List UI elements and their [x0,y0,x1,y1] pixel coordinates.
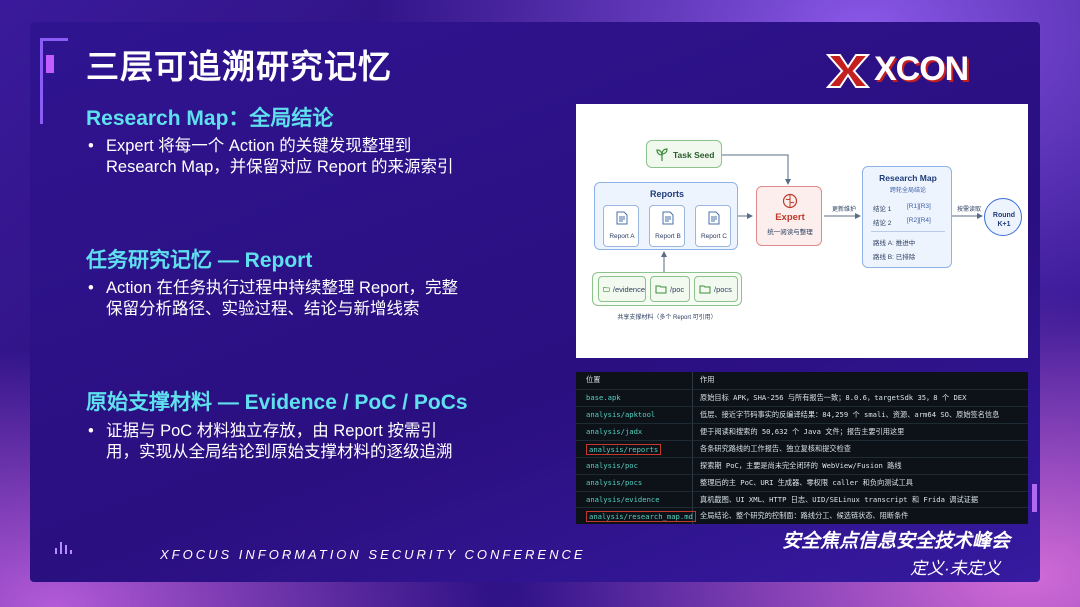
support-materials-caption: 共享支撑材料（多个 Report 可引用） [617,315,717,321]
row-desc: 原始目标 APK，SHA-256 与所有报告一致；8.0.6，targetSdk… [700,393,967,402]
report-b-label: Report B [655,233,681,240]
expert-title: Expert [775,212,805,223]
row-desc: 探索期 PoC，主要是尚未完全闭环的 WebView/Fusion 路线 [700,461,902,470]
conference-name-en: XFOCUS INFORMATION SECURITY CONFERENCE [160,547,586,562]
row-desc: 低层、接近字节码事实的反编译结果：84,259 个 smali、资源、arm64… [700,410,1000,419]
conclusion-1-label: 结论 1 [873,206,892,213]
row-desc: 真机截图、UI XML、HTTP 日志、UID/SELinux transcri… [700,495,979,504]
row-path: analysis/pocs [586,478,643,487]
column-separator [692,372,693,524]
header-path: 位置 [586,375,601,384]
row-path: base.apk [586,393,621,402]
reports-box: Reports Report A Report B Report C [594,182,738,250]
conclusion-2-refs: [R2][R4] [907,217,931,224]
folder-evidence-label: /evidence [612,284,645,294]
section-heading-report: 任务研究记忆 — Report [86,249,313,272]
slide-title: 三层可追溯研究记忆 [86,48,392,85]
divider [871,231,945,232]
table-row-highlighted: analysis/reports 各条研究路线的工作报告、独立复核和提交检查 [576,440,1028,457]
conference-motto: 定义·未定义 [910,559,1001,578]
diagram-connectors [661,154,983,272]
table-row: base.apk 原始目标 APK，SHA-256 与所有报告一致；8.0.6，… [576,389,1028,406]
table-row: analysis/evidence 真机截图、UI XML、HTTP 日志、UI… [576,491,1028,508]
report-card-a: Report A [603,205,639,247]
research-map-box: Research Map 跨轮全局结论 结论 1 [R1][R3] 结论 2 [… [862,166,952,268]
document-icon [662,211,674,225]
section-bullet-report: Action 在任务执行过程中持续整理 Report，完整保留分析路径、实验过程… [86,278,466,319]
row-path: analysis/jadx [586,427,643,436]
folder-icon [603,286,610,292]
directory-table: 位置 作用 base.apk 原始目标 APK，SHA-256 与所有报告一致；… [576,372,1028,524]
read-arrow-label: 按需读取 [956,207,981,213]
folder-icon [699,285,711,294]
row-path: analysis/research_map.md [586,511,696,522]
memory-architecture-diagram: Task Seed Reports Report A Report B Repo… [576,104,1028,358]
round-next-label: Round K+1 [992,212,1016,228]
section-bullet-research-map: Expert 将每一个 Action 的关键发现整理到 Research Map… [86,136,466,177]
research-map-title: Research Map [879,173,937,183]
path-a-status: 路线 A: 推进中 [873,240,916,247]
xcon-logo: XCON [826,42,980,96]
frame-corner-decoration [40,38,68,124]
header-desc: 作用 [700,375,715,384]
row-desc: 各条研究路线的工作报告、独立复核和提交检查 [700,444,851,453]
conclusion-2-label: 结论 2 [873,220,892,227]
xcon-logo-icon [826,54,870,88]
row-path: analysis/reports [586,444,662,455]
row-path: analysis/evidence [586,495,660,504]
row-desc: 便于阅读和搜索的 50,632 个 Java 文件；报告主要引用这里 [700,427,905,436]
audio-bars-decoration [55,542,72,554]
path-b-status: 路线 B: 已排除 [873,254,916,261]
brain-icon [782,193,798,209]
reports-title: Reports [649,189,684,199]
folder-poc-label: /poc [670,284,685,294]
section-heading-evidence: 原始支撑材料 — Evidence / PoC / PoCs [86,391,468,414]
row-path: analysis/poc [586,461,638,470]
folder-pocs: /pocs [694,276,738,302]
table-row: analysis/jadx 便于阅读和搜索的 50,632 个 Java 文件；… [576,423,1028,440]
conclusion-1-refs: [R1][R3] [907,203,931,210]
document-icon [616,211,628,225]
expert-subtitle: 统一阅读与整理 [767,229,813,236]
report-card-b: Report B [649,205,685,247]
section-bullet-evidence: 证据与 PoC 材料独立存放，由 Report 按需引用，实现从全局结论到原始支… [86,421,466,462]
section-heading-research-map: Research Map：全局结论 [86,107,334,130]
folder-poc: /poc [650,276,690,302]
row-path: analysis/apktool [586,410,656,419]
conference-name-cn: 安全焦点信息安全技术峰会 [782,531,1011,552]
folder-icon [655,285,667,294]
report-card-c: Report C [695,205,731,247]
update-arrow-label: 更新维护 [831,207,856,213]
row-desc: 全局结论、整个研究的控制面：路线分工、候选链状态、阻断条件 [700,511,909,520]
sprout-icon [656,148,668,161]
report-c-label: Report C [700,233,727,240]
logo-text: XCON [874,49,969,88]
folder-evidence: /evidence [598,276,646,302]
task-seed-box: Task Seed [646,140,722,168]
table-row-highlighted: analysis/research_map.md 全局结论、整个研究的控制面：路… [576,507,1028,524]
folder-pocs-label: /pocs [714,284,732,294]
row-desc: 整理后的主 PoC、URI 生成器、零权限 caller 和负向测试工具 [700,478,913,487]
table-row: analysis/pocs 整理后的主 PoC、URI 生成器、零权限 call… [576,474,1028,491]
table-row: analysis/apktool 低层、接近字节码事实的反编译结果：84,259… [576,406,1028,423]
task-seed-label: Task Seed [673,150,715,160]
research-map-subtitle: 跨轮全局结论 [889,188,926,194]
frame-accent-decoration [46,55,54,73]
table-row: analysis/poc 探索期 PoC，主要是尚未完全闭环的 WebView/… [576,457,1028,474]
table-header-row: 位置 作用 [576,372,1028,389]
expert-box: Expert 统一阅读与整理 [756,186,822,246]
round-next-circle: Round K+1 [984,198,1022,236]
report-a-label: Report A [609,233,635,240]
accent-bar-decoration [1032,484,1037,512]
document-icon [708,211,720,225]
